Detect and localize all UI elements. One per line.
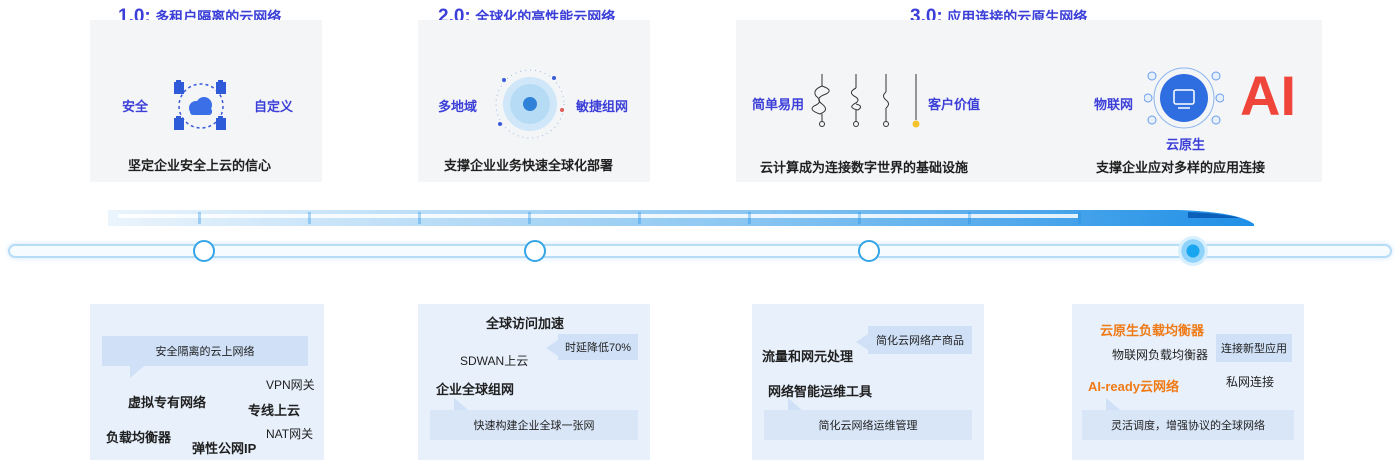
bottom-3-bubble-text: 简化云网络产商品 [876,335,964,347]
bottom-2-footer: 快速构建企业全球一张网 [430,398,638,440]
stage-3a-left-label: 简单易用 [752,97,805,112]
bottom-4-title: 云原生负载均衡器 [1100,323,1205,338]
bottom-card-1 [90,304,324,460]
stage-1-left-label: 安全 [122,99,149,114]
high-speed-train [108,210,1254,226]
stage-3b-caption: 支撑企业应对多样的应用连接 [1096,160,1266,175]
stage-2-right-label: 敏捷组网 [576,99,629,114]
bottom-2-enterprise: 企业全球组网 [436,382,515,397]
timeline-node-2 [524,240,546,262]
bottom-4-bubble: 连接新型应用 [1216,334,1292,362]
stage-3a-right-label: 客户价值 [928,97,981,112]
bottom-4-footer: 灵活调度，增强协议的全球网络 [1082,398,1294,440]
stage-3-card [736,20,1322,182]
bottom-4-bubble-text: 连接新型应用 [1221,343,1287,355]
stage-1-caption: 坚定企业安全上云的信心 [128,158,272,173]
bottom-1-word-vpn: VPN网关 [266,378,315,392]
bottom-4-private: 私网连接 [1226,375,1275,389]
timeline-node-3 [858,240,880,262]
stage-3b-left-label: 物联网 [1094,97,1134,112]
bottom-3-footer-text: 简化云网络运维管理 [818,420,918,432]
timeline-track [8,244,1392,258]
untangling-lines-icon [811,74,920,128]
bottom-1-word-eip: 弹性公网IP [192,441,257,456]
bottom-2-footer-text: 快速构建企业全球一张网 [473,420,595,432]
stage-2-caption: 支撑企业业务快速全球化部署 [444,158,614,173]
bottom-1-word-slb: 负载均衡器 [106,430,172,445]
ai-logo-text: AI [1240,64,1296,127]
isolated-cloud-icon [174,80,226,130]
bottom-4-iot: 物联网负载均衡器 [1112,348,1209,362]
bottom-1-word-express: 专线上云 [248,403,301,418]
stage-2-left-label: 多地域 [438,99,478,114]
bottom-2-bubble-text: 时延降低70% [564,342,632,354]
bottom-2-title: 全球访问加速 [486,316,565,331]
timeline-node-1 [193,240,215,262]
bottom-2-sdwan: SDWAN上云 [460,354,529,368]
bottom-3-ops: 网络智能运维工具 [768,384,873,399]
bottom-3-footer: 简化云网络运维管理 [764,398,972,440]
bottom-2-bubble: 时延降低70% [546,334,638,360]
bottom-3-flow: 流量和网元处理 [762,349,854,364]
bottom-1-bubble-text: 安全隔离的云上网络 [155,346,255,358]
stage-3a-caption: 云计算成为连接数字世界的基础设施 [760,160,969,175]
global-network-icon [495,69,565,139]
cloud-native-hub-icon [1144,67,1224,129]
bottom-1-word-nat: NAT网关 [266,427,314,441]
bottom-1-word-vpc: 虚拟专有网络 [128,395,207,410]
timeline-node-current [1178,236,1208,266]
bottom-3-bubble: 简化云网络产商品 [856,326,972,354]
bottom-4-ai-ready: AI-ready云网络 [1088,379,1180,394]
bottom-1-bubble: 安全隔离的云上网络 [102,336,308,378]
stage-1-right-label: 自定义 [254,99,294,114]
bottom-4-footer-text: 灵活调度，增强协议的全球网络 [1111,420,1265,432]
stage-3b-below-label: 云原生 [1166,137,1206,152]
